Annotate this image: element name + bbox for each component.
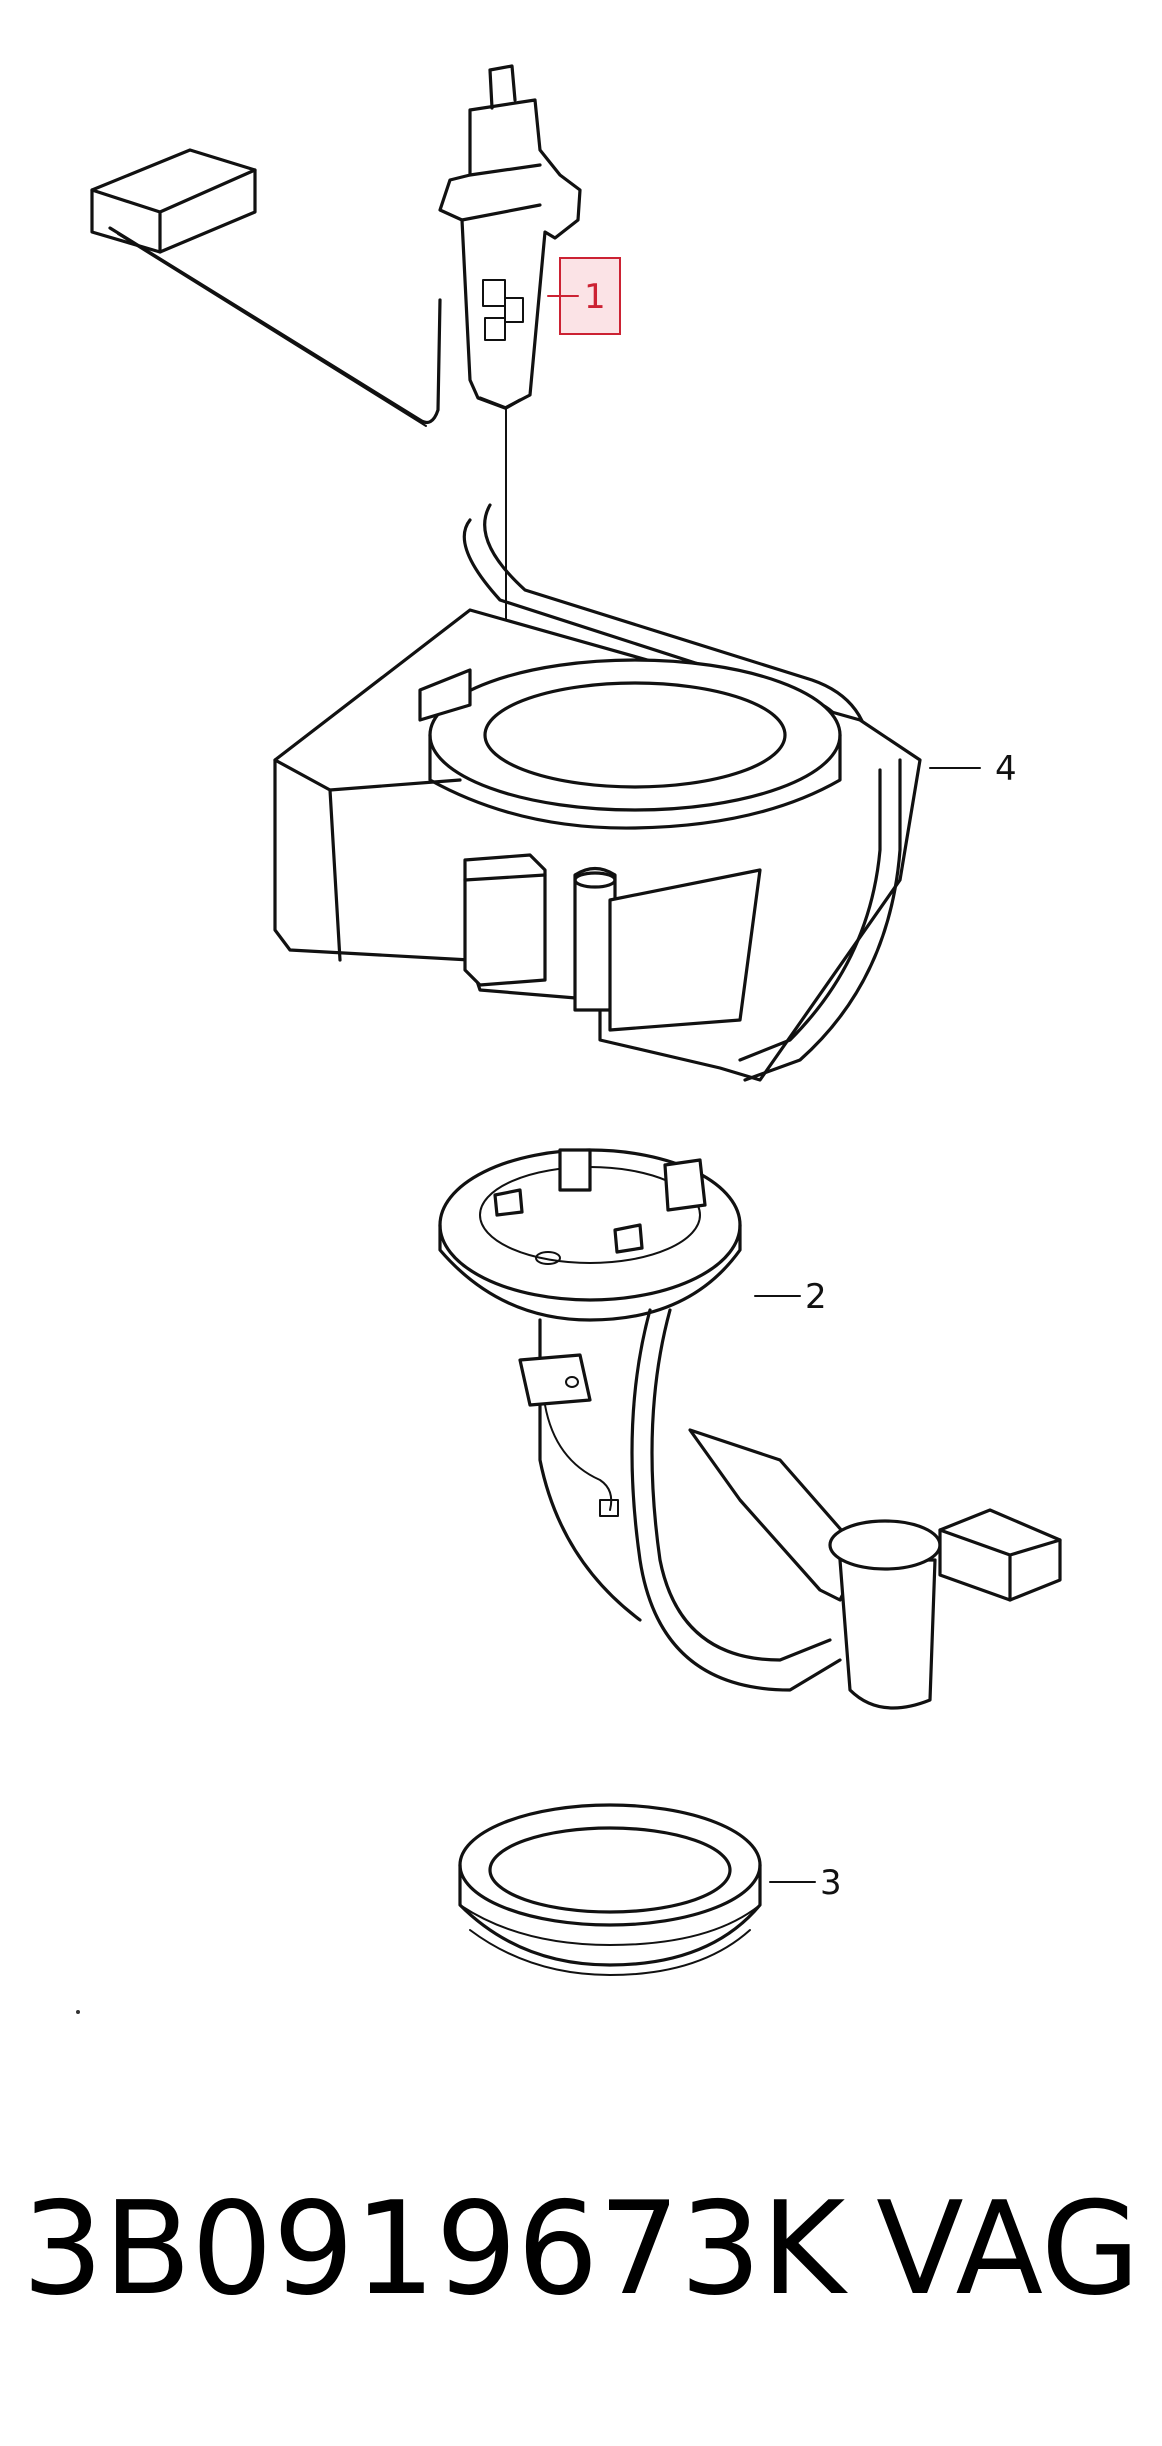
part-2-fuel-pump-flange bbox=[438, 1148, 1062, 1710]
part-number: 3B0919673K bbox=[22, 2175, 846, 2324]
part-1-fuel-level-sender bbox=[90, 64, 582, 881]
exploded-parts-diagram: 1 4 bbox=[76, 64, 1062, 2014]
callout-2-label: 2 bbox=[805, 1277, 827, 1317]
callout-1-label: 1 bbox=[584, 277, 606, 317]
part-caption: 3B0919673K VAG bbox=[0, 2170, 1162, 2330]
speck bbox=[76, 2010, 80, 2014]
callout-3[interactable]: 3 bbox=[769, 1863, 842, 1903]
callout-3-label: 3 bbox=[820, 1863, 842, 1903]
callout-4-label: 4 bbox=[995, 749, 1017, 789]
callout-4[interactable]: 4 bbox=[929, 749, 1017, 789]
part-3-seal-ring bbox=[458, 1803, 762, 1976]
callout-1[interactable]: 1 bbox=[547, 257, 621, 335]
callout-2[interactable]: 2 bbox=[754, 1277, 827, 1317]
brand-label: VAG bbox=[876, 2175, 1140, 2324]
part-4-reservoir-housing bbox=[273, 503, 922, 1082]
